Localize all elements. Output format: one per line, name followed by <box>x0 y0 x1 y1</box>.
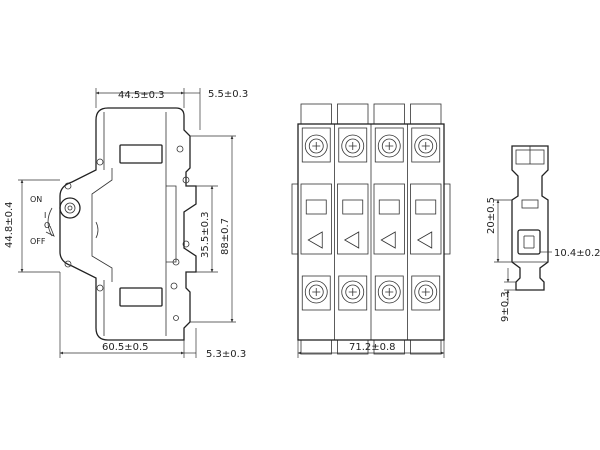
dim-end-height: 20±0.5 <box>486 197 497 234</box>
top-screw-slot <box>421 142 430 150</box>
dim-end-width: 10.4±0.2 <box>554 248 600 259</box>
pole-indicator-arrow <box>343 231 360 249</box>
breaker-body-outline <box>59 107 197 341</box>
top-screw-icon <box>341 134 365 158</box>
pole-mid-block <box>337 183 369 255</box>
bottom-screw-slot <box>312 288 321 296</box>
pole-top-tab <box>373 103 405 125</box>
end-clip <box>521 199 539 209</box>
toggle-knob-icon <box>59 197 81 219</box>
screw-group <box>64 145 190 321</box>
bottom-screw-inner <box>381 284 397 300</box>
dim-bottom-right: 5.3±0.3 <box>206 349 246 360</box>
pole-bottom-tab <box>300 339 332 355</box>
top-screw-slot <box>312 142 321 150</box>
bottom-screw-icon <box>377 280 401 304</box>
top-screw-slot <box>348 142 357 150</box>
dim-top-width: 44.5±0.3 <box>118 90 165 101</box>
label-o: O <box>44 221 50 230</box>
dim-top-right: 5.5±0.3 <box>208 89 248 100</box>
front-right-rail <box>443 183 451 255</box>
top-screw-inner <box>345 138 361 154</box>
pole-mid-block <box>373 183 405 255</box>
dim-end-bottom: 9±0.3 <box>500 291 511 322</box>
front-left-rail <box>291 183 299 255</box>
bottom-screw-slot <box>348 288 357 296</box>
bottom-screw-icon <box>414 280 438 304</box>
pole-top-tab <box>300 103 332 125</box>
pole-handle-slot <box>342 199 364 215</box>
pole-handle-slot <box>378 199 400 215</box>
pole-indicator-arrow <box>307 231 323 249</box>
label-i: I <box>44 211 46 220</box>
pole-top-terminal <box>301 127 331 163</box>
dim-total-height: 88±0.7 <box>220 218 231 255</box>
dim-inner-height: 35.5±0.3 <box>200 211 211 258</box>
label-off: OFF <box>30 237 46 246</box>
bottom-screw-icon <box>341 280 365 304</box>
switch-arc-icon <box>47 207 53 237</box>
pole-top-terminal <box>411 127 441 163</box>
bottom-screw-slot <box>421 288 430 296</box>
pole-bottom-terminal <box>374 275 404 311</box>
bottom-label-window <box>119 287 163 307</box>
pole-top-tab <box>410 103 442 125</box>
top-screw-icon <box>377 134 401 158</box>
top-screw-inner <box>418 138 434 154</box>
pole-bottom-tab <box>410 339 442 355</box>
pole-bottom-terminal <box>411 275 441 311</box>
pole-mid-block <box>300 183 332 255</box>
pole-bottom-terminal <box>338 275 368 311</box>
side-view: ON OFF I O 44.5±0.3 5.5±0.3 44.8±0.4 35.… <box>4 88 248 360</box>
end-body-outline <box>511 145 549 291</box>
pole-handle-slot <box>415 199 437 215</box>
pole-top-tab <box>337 103 369 125</box>
top-screw-slot <box>385 142 394 150</box>
top-screw-inner <box>308 138 324 154</box>
end-terminal <box>517 229 541 255</box>
end-view: 20±0.5 10.4±0.2 9±0.3 <box>486 145 600 322</box>
pole-indicator-arrow <box>380 231 396 249</box>
dim-bottom-width: 60.5±0.5 <box>102 342 149 353</box>
front-view: 71.2±0.8 <box>291 103 451 358</box>
pole-handle-slot <box>305 199 327 215</box>
top-screw-icon <box>414 134 438 158</box>
dim-front-width: 71.2±0.8 <box>349 342 396 353</box>
bottom-screw-slot <box>385 288 394 296</box>
pole-mid-block <box>410 183 442 255</box>
pole-top-terminal <box>374 127 404 163</box>
bottom-screw-inner <box>345 284 361 300</box>
label-on: ON <box>30 195 42 204</box>
dim-left-height: 44.8±0.4 <box>4 201 15 248</box>
top-screw-inner <box>381 138 397 154</box>
bottom-screw-inner <box>308 284 324 300</box>
pole-bottom-terminal <box>301 275 331 311</box>
pole-top-terminal <box>338 127 368 163</box>
front-body-outline <box>297 123 445 341</box>
top-screw-icon <box>304 134 328 158</box>
top-label-window <box>119 144 163 164</box>
bottom-screw-icon <box>304 280 328 304</box>
pole-indicator-arrow <box>416 231 433 249</box>
bottom-screw-inner <box>418 284 434 300</box>
